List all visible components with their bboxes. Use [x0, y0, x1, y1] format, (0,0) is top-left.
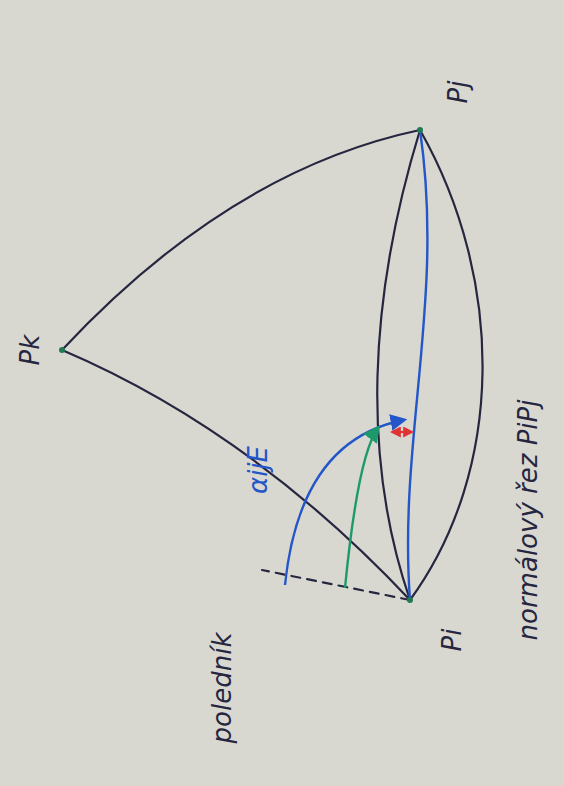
meridian-label: poledník [208, 633, 237, 744]
point-label: Pk [16, 335, 45, 366]
meridian-line [262, 570, 410, 600]
triangle-side [62, 350, 410, 600]
vertex-dot [59, 347, 65, 353]
point-label: Pj [444, 81, 473, 104]
angle-label: αijE [244, 446, 273, 494]
azimuth-arc [285, 420, 404, 585]
azimuth-arc [345, 428, 378, 588]
triangle-side [62, 130, 420, 350]
geodesic-curve [408, 130, 427, 600]
point-label: Pi [438, 629, 467, 652]
normal-section-left [377, 130, 420, 600]
section-label: normálový řez PiPj [514, 400, 543, 641]
vertex-dot [417, 127, 423, 133]
difference-arrow [392, 431, 412, 433]
vertex-dot [407, 597, 413, 603]
